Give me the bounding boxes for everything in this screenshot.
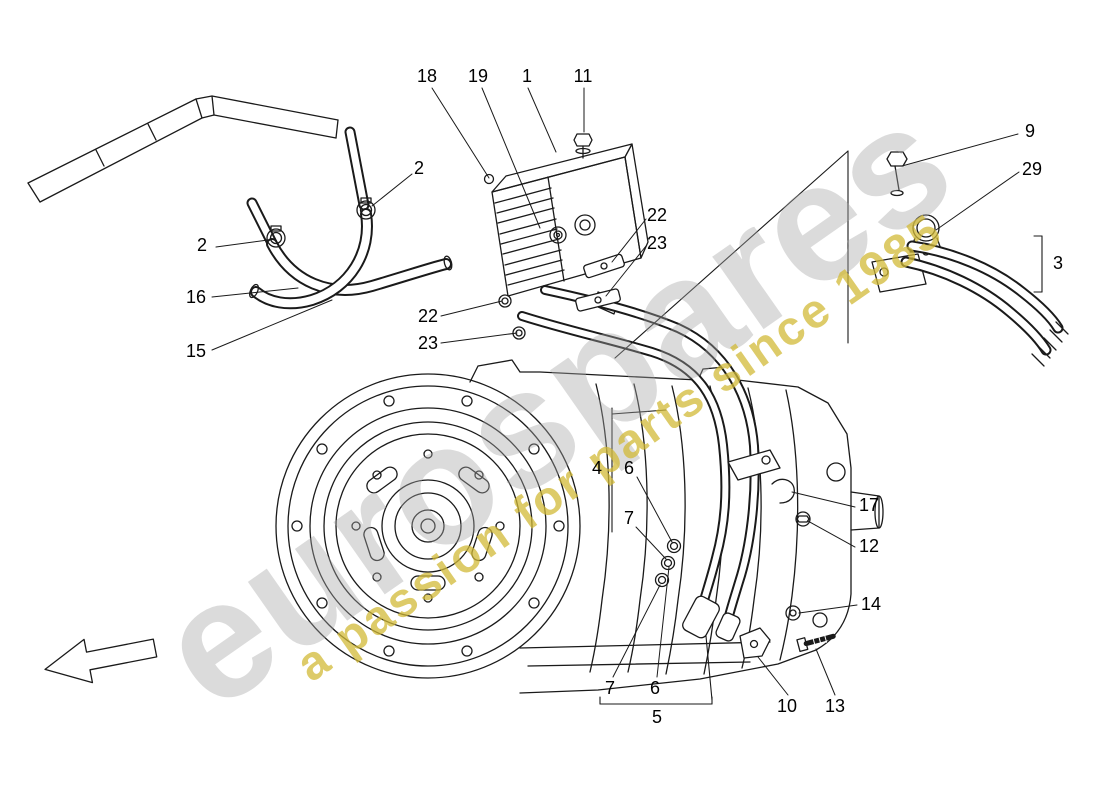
part-callout-23[interactable]: 23 [646,233,668,253]
part-callout-14[interactable]: 14 [860,594,882,614]
part-callout-19[interactable]: 19 [467,66,489,86]
part-callout-18[interactable]: 18 [416,66,438,86]
part-callout-29[interactable]: 29 [1021,159,1043,179]
right-hose-assembly [871,151,1069,367]
part-callout-17[interactable]: 17 [858,495,880,515]
frame-tube [27,95,339,203]
hose-clamp-icons [266,197,376,248]
pipe-stubs [246,126,370,249]
direction-arrow-icon [44,638,158,684]
part-callout-12[interactable]: 12 [858,536,880,556]
part-callout-3[interactable]: 3 [1052,253,1064,273]
part-callout-2[interactable]: 2 [196,235,208,255]
part-callout-7[interactable]: 7 [604,678,616,698]
group-brackets [599,150,1043,705]
leader-lines [211,87,1020,696]
part-callout-5[interactable]: 5 [651,707,663,727]
part-callout-23[interactable]: 23 [417,333,439,353]
part-callout-11[interactable]: 11 [573,66,593,86]
part-callout-1[interactable]: 1 [521,66,533,86]
hose-15-16 [249,208,453,310]
part-callout-7[interactable]: 7 [623,508,635,528]
part-callout-2[interactable]: 2 [413,158,425,178]
part-callout-10[interactable]: 10 [776,696,798,716]
part-callout-4[interactable]: 4 [591,458,603,478]
part-callout-15[interactable]: 15 [185,341,207,361]
part-callout-22[interactable]: 22 [646,205,668,225]
part-callout-6[interactable]: 6 [649,678,661,698]
part-callout-16[interactable]: 16 [185,287,207,307]
part-callout-13[interactable]: 13 [824,696,846,716]
cooler-pipes [498,253,781,642]
part-callout-9[interactable]: 9 [1024,121,1036,141]
oil-cooler [483,133,649,315]
part-callout-22[interactable]: 22 [417,306,439,326]
part-callout-6[interactable]: 6 [623,458,635,478]
